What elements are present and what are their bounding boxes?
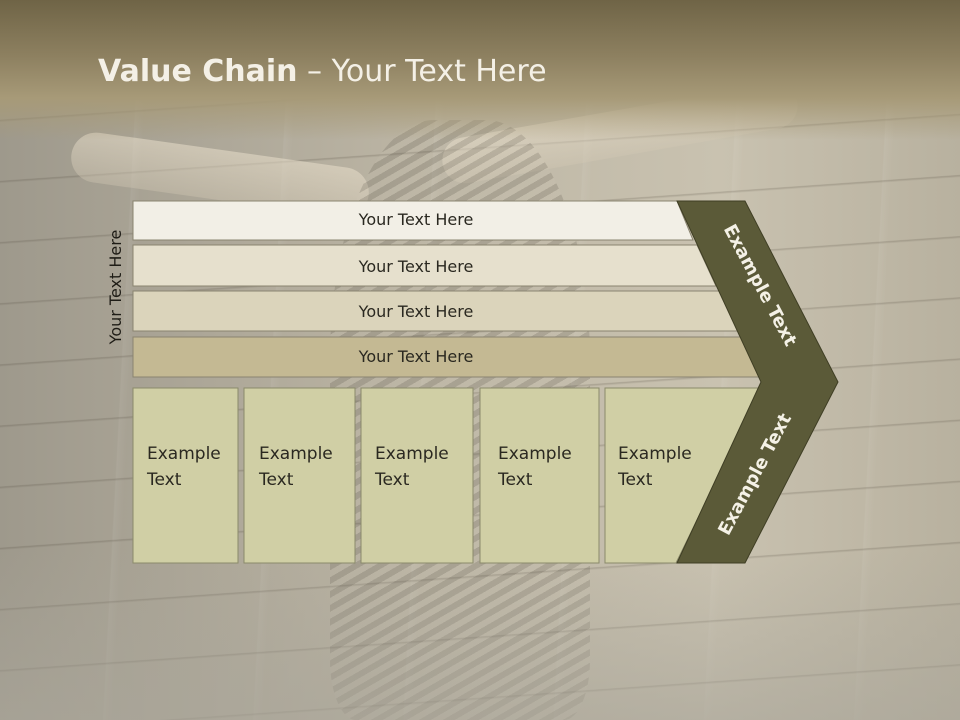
primary-column-5-line2: Text — [617, 470, 653, 490]
reflection-column-5-line2: Text — [617, 638, 653, 658]
reflection-column-3-line1: Example — [375, 664, 449, 684]
primary-column-3[interactable] — [360, 387, 474, 564]
reflection-column-3-line2: Text — [374, 638, 410, 658]
slide-title-bold: Value Chain — [98, 54, 298, 89]
reflection-column-5 — [604, 564, 745, 709]
support-band-1-label: Your Text Here — [358, 210, 474, 229]
primary-column-4-line2: Text — [497, 470, 533, 490]
slide-title-rest: – Your Text Here — [297, 54, 547, 89]
reflection-column-1 — [132, 564, 239, 709]
primary-column-1-line2: Text — [146, 470, 182, 490]
reflection-column-5-line1: Example — [618, 664, 692, 684]
primary-column-2-line1: Example — [259, 444, 333, 464]
primary-column-3-line2: Text — [374, 470, 410, 490]
slide-title: Value Chain – Your Text Here — [98, 54, 547, 89]
reflection-chevron — [677, 565, 812, 708]
reflection-column-2 — [243, 564, 356, 709]
reflection-column-1-label: Example Text — [146, 638, 221, 684]
primary-column-2[interactable] — [243, 387, 356, 564]
reflection-column-1-line2: Text — [146, 638, 182, 658]
margin-chevron-arrow[interactable] — [676, 200, 839, 564]
reflection-column-4-line1: Example — [498, 664, 572, 684]
diagram-reflection: Example Text Example Text Example Text Exam… — [132, 564, 812, 718]
primary-column-4-line1: Example — [498, 444, 572, 464]
title-bar: Value Chain – Your Text Here — [0, 0, 960, 140]
primary-column-1[interactable] — [132, 387, 239, 564]
reflection-column-3-label: Example Text — [374, 638, 449, 684]
reflection-column-4-line2: Text — [497, 638, 533, 658]
primary-column-4[interactable] — [479, 387, 600, 564]
support-band-4-label: Your Text Here — [358, 347, 474, 366]
support-band-2-label: Your Text Here — [358, 257, 474, 276]
primary-column-1-line1: Example — [147, 444, 221, 464]
primary-column-5-line1: Example — [618, 444, 692, 464]
primary-column-2-line2: Text — [258, 470, 294, 490]
reflection-column-4-label: Example Text — [497, 638, 572, 684]
reflection-column-1-line1: Example — [147, 664, 221, 684]
reflection-column-4 — [479, 564, 600, 709]
reflection-column-2-line2: Text — [258, 638, 294, 658]
primary-column-3-line1: Example — [375, 444, 449, 464]
reflection-column-2-line1: Example — [259, 664, 333, 684]
reflection-column-5-label: Example Text — [617, 638, 692, 684]
reflection-column-3 — [360, 564, 474, 709]
reflection-column-2-label: Example Text — [258, 638, 333, 684]
support-band-3-label: Your Text Here — [358, 302, 474, 321]
support-band-1[interactable] — [132, 200, 694, 241]
